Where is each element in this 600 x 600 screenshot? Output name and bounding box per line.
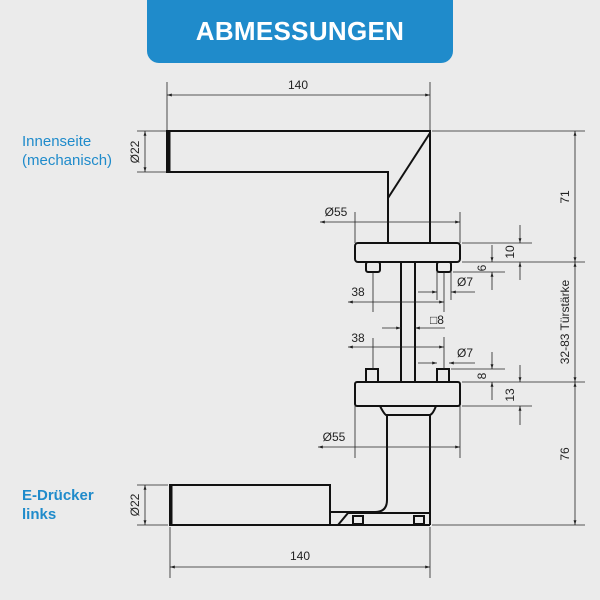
outer-rosette: [354, 368, 461, 416]
dim-width-bottom: 140: [290, 549, 310, 563]
dim-door-thickness: 32-83 Türstärke: [558, 279, 572, 364]
dim-dia-bottom: Ø22: [128, 493, 142, 516]
dim-rosette-top: Ø55: [325, 205, 348, 219]
outer-label-1: E-Drücker: [22, 487, 94, 504]
inner-label-2: (mechanisch): [22, 152, 113, 169]
dim-rosette-h-top: 10: [503, 245, 517, 259]
dim-pin-dia-bottom: Ø7: [457, 346, 473, 360]
dim-dia-top: Ø22: [128, 140, 142, 163]
dim-rosette-bottom: Ø55: [323, 430, 346, 444]
spindle: [400, 262, 416, 382]
dim-pin-bottom: 8: [475, 372, 489, 379]
dim-height-bottom: 76: [558, 447, 572, 461]
dim-width-top: 140: [288, 78, 308, 92]
dim-pin-dist-top: 38: [351, 285, 365, 299]
outer-side-label: E-Drücker links: [22, 486, 94, 524]
inner-label-1: Innenseite: [22, 133, 92, 150]
section-title: ABMESSUNGEN: [147, 0, 453, 63]
dimension-lines: [137, 82, 585, 578]
dim-pin-top: 6: [475, 264, 489, 271]
outer-handle: [169, 415, 431, 526]
inner-side-label: Innenseite (mechanisch): [22, 132, 112, 170]
dim-pin-dia-top: Ø7: [457, 275, 473, 289]
dim-pin-dist-bottom: 38: [351, 331, 365, 345]
dim-height-top: 71: [558, 190, 572, 204]
outer-label-2: links: [22, 506, 57, 523]
inner-rosette: [354, 242, 461, 273]
inner-handle: [166, 130, 431, 244]
dim-spindle: □8: [430, 313, 444, 327]
dim-rosette-h-bottom: 13: [503, 388, 517, 402]
